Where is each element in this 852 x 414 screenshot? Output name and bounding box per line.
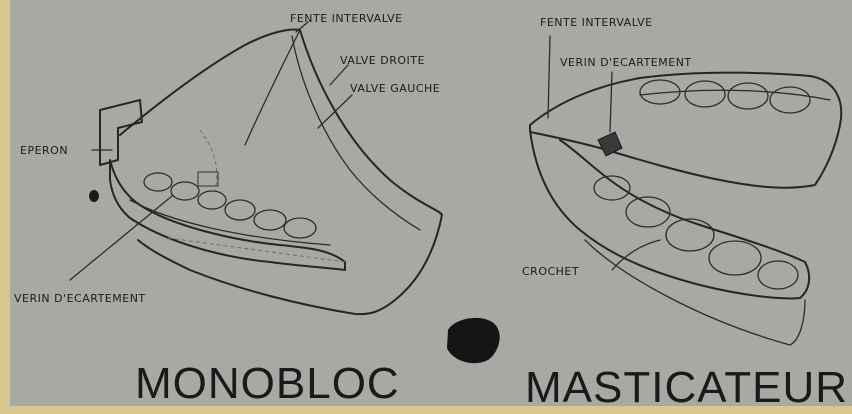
- ink-blob: [447, 318, 500, 363]
- monobloc-title: MONOBLOC: [135, 359, 400, 408]
- masticateur-label-crochet: CROCHET: [522, 265, 579, 278]
- monobloc-label-valve-droite: VALVE DROITE: [340, 54, 425, 67]
- monobloc-dot: [89, 190, 99, 202]
- monobloc-label-verin: VERIN D'ECARTEMENT: [14, 292, 146, 305]
- masticateur-label-fente: FENTE INTERVALVE: [540, 16, 653, 29]
- masticateur-label-verin: VERIN D'ECARTEMENT: [560, 56, 692, 69]
- monobloc-label-fente: FENTE INTERVALVE: [290, 12, 403, 25]
- masticateur-title: MASTICATEUR: [525, 363, 848, 412]
- monobloc-label-eperon: EPERON: [20, 144, 68, 157]
- monobloc-label-valve-gauche: VALVE GAUCHE: [350, 82, 440, 95]
